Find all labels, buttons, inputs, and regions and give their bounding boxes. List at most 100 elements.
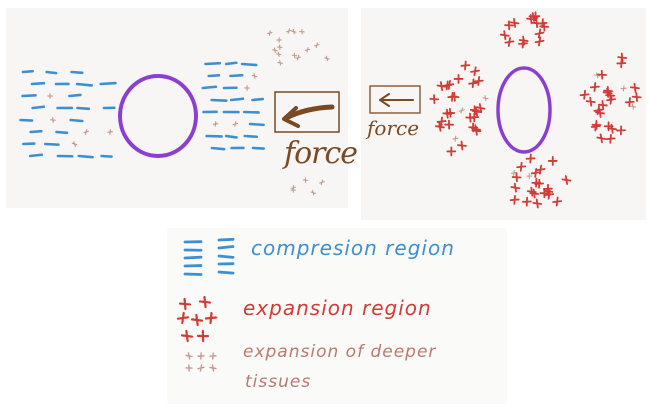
legend-deeper-cross xyxy=(209,352,217,360)
expansion-cross xyxy=(531,18,542,29)
expansion-cross xyxy=(552,196,563,207)
expansion-cross xyxy=(616,58,627,69)
expansion-cross xyxy=(630,82,640,93)
deeper-cross xyxy=(304,47,311,53)
expansion-cross xyxy=(596,133,607,144)
legend-deeper-cross xyxy=(197,364,205,372)
expansion-cross xyxy=(624,97,635,107)
compression-dash xyxy=(251,97,265,102)
legend-compression-dash xyxy=(217,270,235,275)
deeper-cross xyxy=(295,54,301,61)
compression-dash xyxy=(75,82,93,87)
force-label-left: force xyxy=(284,136,358,171)
expansion-cross xyxy=(510,182,521,193)
deeper-cross xyxy=(629,103,636,110)
legend-marks xyxy=(176,237,235,372)
deeper-cross xyxy=(452,135,459,142)
deeper-cross xyxy=(314,42,320,49)
expansion-cross xyxy=(453,74,464,84)
deeper-cross xyxy=(290,28,297,35)
compression-dash xyxy=(251,146,266,150)
deeper-cross xyxy=(526,173,533,180)
compression-dash xyxy=(21,94,37,98)
compression-dash xyxy=(224,61,238,66)
right-diagram xyxy=(369,11,642,209)
expansion-cross xyxy=(499,30,510,41)
left-diagram xyxy=(19,28,340,196)
deeper-cross xyxy=(251,73,258,79)
compression-dash xyxy=(19,118,34,122)
compression-dash xyxy=(204,61,222,66)
deeper-cross xyxy=(272,47,278,53)
legend-compression-dash xyxy=(217,254,235,259)
legend-expansion-cross xyxy=(196,329,210,343)
expansion-cross xyxy=(529,188,540,199)
force-box-left xyxy=(274,91,340,133)
compression-dash xyxy=(55,130,69,135)
legend-compression-dash xyxy=(217,245,235,250)
expansion-cross xyxy=(547,156,558,166)
expansion-cross xyxy=(561,175,572,185)
deeper-cross xyxy=(277,60,283,66)
compression-dash xyxy=(248,122,265,127)
deeper-cross xyxy=(620,85,627,92)
compression-dash xyxy=(43,142,60,147)
expansion-cross xyxy=(579,89,590,100)
legend-panel: compresion region expansion region expan… xyxy=(167,228,507,404)
right-panel: force xyxy=(361,8,646,220)
deeper-cross xyxy=(276,51,282,57)
deeper-cross xyxy=(510,169,517,176)
deeper-cross xyxy=(83,129,89,135)
legend-compression-dash xyxy=(217,237,235,242)
expansion-cross xyxy=(631,92,642,102)
expansion-cross xyxy=(518,38,528,49)
compression-dash xyxy=(29,129,43,134)
force-arrowhead-right xyxy=(379,93,390,107)
expansion-cross xyxy=(605,90,616,101)
compression-dash xyxy=(224,134,238,139)
expansion-cross xyxy=(590,121,601,132)
compression-dash xyxy=(69,118,84,123)
legend-symbols xyxy=(176,237,235,372)
expansion-cross xyxy=(603,85,613,96)
compression-dash xyxy=(30,81,46,86)
compression-dash xyxy=(76,106,91,111)
force-label-right: force xyxy=(367,116,420,140)
compression-dash xyxy=(99,81,117,86)
tissue-circle-right xyxy=(496,66,552,154)
legend-expansion-cross xyxy=(176,311,190,325)
force-box-right xyxy=(369,85,421,114)
expansion-cross xyxy=(442,80,453,91)
compression-dash xyxy=(31,105,46,110)
expansion-cross xyxy=(539,21,550,32)
deeper-cross xyxy=(291,52,298,59)
compression-dash xyxy=(70,70,84,75)
expansion-cross xyxy=(597,69,607,80)
expansion-cross xyxy=(531,177,542,188)
expansion-cross xyxy=(603,121,614,132)
compression-dash xyxy=(201,85,218,90)
compression-dash xyxy=(28,153,44,158)
right-marks xyxy=(429,11,642,209)
deeper-cross xyxy=(244,85,250,91)
deeper-cross xyxy=(212,121,219,127)
expansion-cross xyxy=(434,121,445,132)
legend-compression-dash xyxy=(183,255,203,260)
expansion-cross xyxy=(471,106,482,117)
deeper-cross xyxy=(302,177,309,183)
force-arrowhead-left xyxy=(282,106,300,128)
expansion-cross xyxy=(504,20,514,31)
expansion-cross xyxy=(473,76,484,86)
deeper-cross xyxy=(50,117,56,123)
compression-dash xyxy=(45,70,58,75)
compression-dash xyxy=(229,73,244,78)
tissue-circle-left xyxy=(118,74,198,158)
expansion-cross xyxy=(509,194,520,205)
legend-deeper-cross xyxy=(197,352,205,360)
compression-dash xyxy=(229,97,245,102)
compression-dash xyxy=(210,146,226,151)
compression-dash xyxy=(77,154,94,159)
deeper-cross xyxy=(107,129,113,135)
deeper-cross xyxy=(47,93,53,99)
expansion-cross xyxy=(595,108,605,118)
